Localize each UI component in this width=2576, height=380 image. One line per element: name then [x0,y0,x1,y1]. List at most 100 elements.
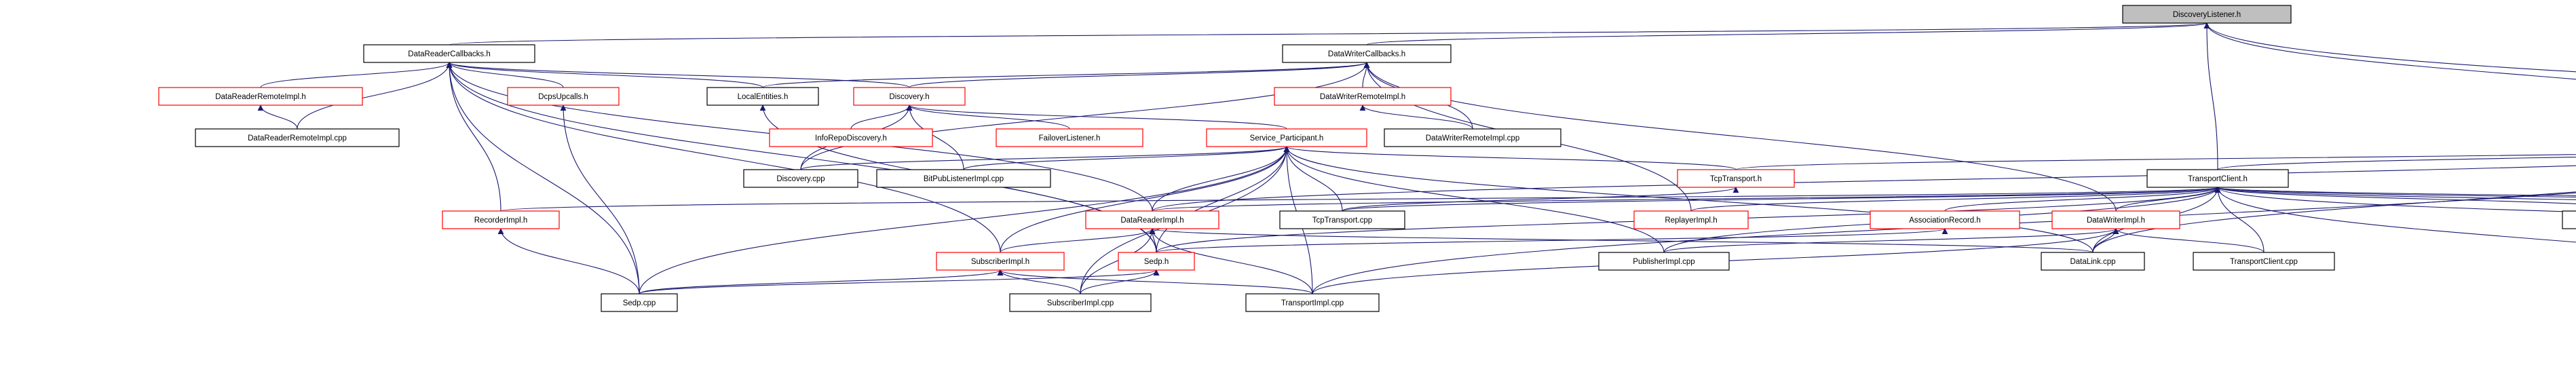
edge-transport-client-h-to-udp-transport-cpp [2214,187,2576,243]
node-label: DataReaderRemoteImpl.h [215,93,306,101]
edge-data-reader-callbacks-to-local-entities-h [446,62,763,88]
node-failover-listener-h[interactable]: FailoverListener.h [996,128,1143,147]
node-box [1009,293,1152,312]
edge-discovery-listener-to-data-reader-callbacks [449,22,2210,45]
node-label: DcpsUpcalls.h [538,93,588,101]
node-label: PublisherImpl.cpp [1633,258,1694,266]
edge-data-reader-impl-h-to-subscriber-impl-h [1000,228,1156,253]
edge-transport-impl-h-to-data-reader-impl-h [1152,165,2576,212]
node-box [2041,252,2145,271]
edge-service-participant-h-to-subscriber-impl-h [1000,146,1290,253]
edge-transport-client-h-to-multicast-transport-cpp [2214,187,2576,204]
edge-service-participant-h-to-sedp-cpp [639,146,1290,294]
edge-data-reader-callbacks-to-recorder-impl-h [446,62,501,212]
edge-sedp-h-to-sedp-cpp [639,269,1160,294]
node-label: TransportClient.h [2188,175,2248,183]
edge-transport-client-h-to-rtps-udp-transport-cpp [2214,187,2576,212]
node-data-reader-impl-h[interactable]: DataReaderImpl.h [1085,210,1219,229]
node-subscriber-impl-h[interactable]: SubscriberImpl.h [936,252,1065,271]
node-transport-client-cpp[interactable]: TransportClient.cpp [2193,252,2335,271]
edge-data-writer-impl-h-to-transport-client-cpp [2113,228,2265,253]
node-label: Discovery.cpp [776,175,825,183]
node-box [1206,128,1367,147]
edge-transport-impl-h-to-transport-client-h [2217,156,2576,170]
edge-data-reader-impl-h-to-data-link-cpp [1150,228,2094,253]
node-box [936,252,1065,271]
node-discovery-h[interactable]: Discovery.h [853,87,966,106]
node-data-writer-remote-impl-h[interactable]: DataWriterRemoteImpl.h [1274,87,1452,106]
node-data-reader-remote-impl-cpp[interactable]: DataReaderRemoteImpl.cpp [195,128,400,147]
node-service-participant-h[interactable]: Service_Participant.h [1206,128,1367,147]
node-label: Sedp.cpp [623,299,656,307]
node-local-entities-h[interactable]: LocalEntities.h [706,87,819,106]
edge-service-participant-h-to-publisher-impl-cpp [1283,146,1665,253]
node-box [2051,210,2180,229]
node-box [1677,169,1795,188]
node-box [507,87,620,106]
edge-association-record-h-to-sedp-h [1156,228,1948,253]
edge-service-participant-h-to-tcp-transport-h [1283,146,1737,170]
node-recorder-impl-h[interactable]: RecorderImpl.h [442,210,560,229]
edge-data-writer-impl-h-to-publisher-impl-cpp [1663,228,2119,253]
node-label: ReplayerImpl.h [1665,216,1717,225]
node-transport-impl-cpp[interactable]: TransportImpl.cpp [1245,293,1380,312]
node-data-reader-callbacks[interactable]: DataReaderCallbacks.h [363,44,535,63]
edge-data-reader-impl-h-to-transport-impl-cpp [1149,228,1313,294]
node-box [769,128,933,147]
node-label: DataReaderRemoteImpl.cpp [248,134,347,142]
node-discovery-listener[interactable]: DiscoveryListener.h [2122,5,2292,24]
edge-subscriber-impl-h-to-transport-impl-cpp [997,269,1313,294]
node-label: TransportClient.cpp [2230,258,2298,266]
edge-data-reader-callbacks-to-dcps-upcalls-h [446,62,564,88]
node-association-record-h[interactable]: AssociationRecord.h [1870,210,2020,229]
edge-transport-client-h-to-shmem-transport-cpp [2214,187,2576,200]
node-bit-pub-listener-impl-cpp[interactable]: BitPubListenerImpl.cpp [876,169,1051,188]
edge-data-reader-callbacks-to-sedp-cpp [446,62,640,294]
node-data-link-cpp[interactable]: DataLink.cpp [2041,252,2145,271]
node-sedp-h[interactable]: Sedp.h [1118,252,1195,271]
edge-data-reader-remote-impl-h-to-data-reader-remote-impl-cpp [257,104,298,130]
node-info-repo-discovery-h[interactable]: InfoRepoDiscovery.h [769,128,933,147]
edge-service-participant-h-to-data-reader-impl-h [1152,146,1290,212]
node-label: DataReaderCallbacks.h [408,50,490,58]
node-box [2122,5,2292,24]
node-data-reader-remote-impl-h[interactable]: DataReaderRemoteImpl.h [158,87,363,106]
edge-recorder-impl-h-to-sedp-cpp [497,228,640,294]
node-label: AssociationRecord.h [1909,216,1980,225]
node-box [601,293,678,312]
node-box [996,128,1143,147]
node-box [876,169,1051,188]
node-multicast-transport-cpp[interactable]: MulticastTransport.cpp [2562,210,2576,229]
edge-discovery-h-to-failover-listener-h [906,104,1070,130]
edge-data-reader-callbacks-to-discovery-h [446,62,910,88]
node-label: DataReaderImpl.h [1120,216,1183,225]
node-tcp-transport-cpp[interactable]: TcpTransport.cpp [1279,210,1405,229]
node-label: DataWriterCallbacks.h [1328,50,1405,58]
node-label: DataWriterRemoteImpl.cpp [1426,134,1519,142]
edge-transport-client-h-to-recorder-impl-h [500,187,2220,212]
node-dcps-upcalls-h[interactable]: DcpsUpcalls.h [507,87,620,106]
edge-service-participant-h-to-tcp-transport-cpp [1283,146,1343,212]
edge-data-reader-callbacks-to-data-reader-remote-impl-h [260,62,453,88]
edge-service-participant-h-to-discovery-cpp [800,146,1290,170]
node-label: BitPubListenerImpl.cpp [924,175,1004,183]
node-label: RecorderImpl.h [474,216,528,225]
edge-transport-client-h-to-rtps-udp-transport-h [2215,187,2576,196]
node-discovery-cpp[interactable]: Discovery.cpp [743,169,858,188]
node-data-writer-remote-impl-cpp[interactable]: DataWriterRemoteImpl.cpp [1384,128,1561,147]
node-tcp-transport-h[interactable]: TcpTransport.h [1677,169,1795,188]
node-data-writer-impl-h[interactable]: DataWriterImpl.h [2051,210,2180,229]
node-transport-client-h[interactable]: TransportClient.h [2146,169,2289,188]
edge-transport-impl-h-to-tcp-transport-h [1735,154,2576,170]
node-publisher-impl-cpp[interactable]: PublisherImpl.cpp [1598,252,1730,271]
node-label: DataWriterRemoteImpl.h [1320,93,1405,101]
node-data-writer-callbacks[interactable]: DataWriterCallbacks.h [1282,44,1452,63]
node-replayer-impl-h[interactable]: ReplayerImpl.h [1633,210,1749,229]
node-box [2146,169,2289,188]
edge-service-participant-h-to-sedp-h [1156,146,1290,253]
node-sedp-cpp[interactable]: Sedp.cpp [601,293,678,312]
node-label: TcpTransport.cpp [1312,216,1372,225]
edge-transport-client-h-to-data-reader-impl-h [1152,187,2220,212]
node-subscriber-impl-cpp[interactable]: SubscriberImpl.cpp [1009,293,1152,312]
